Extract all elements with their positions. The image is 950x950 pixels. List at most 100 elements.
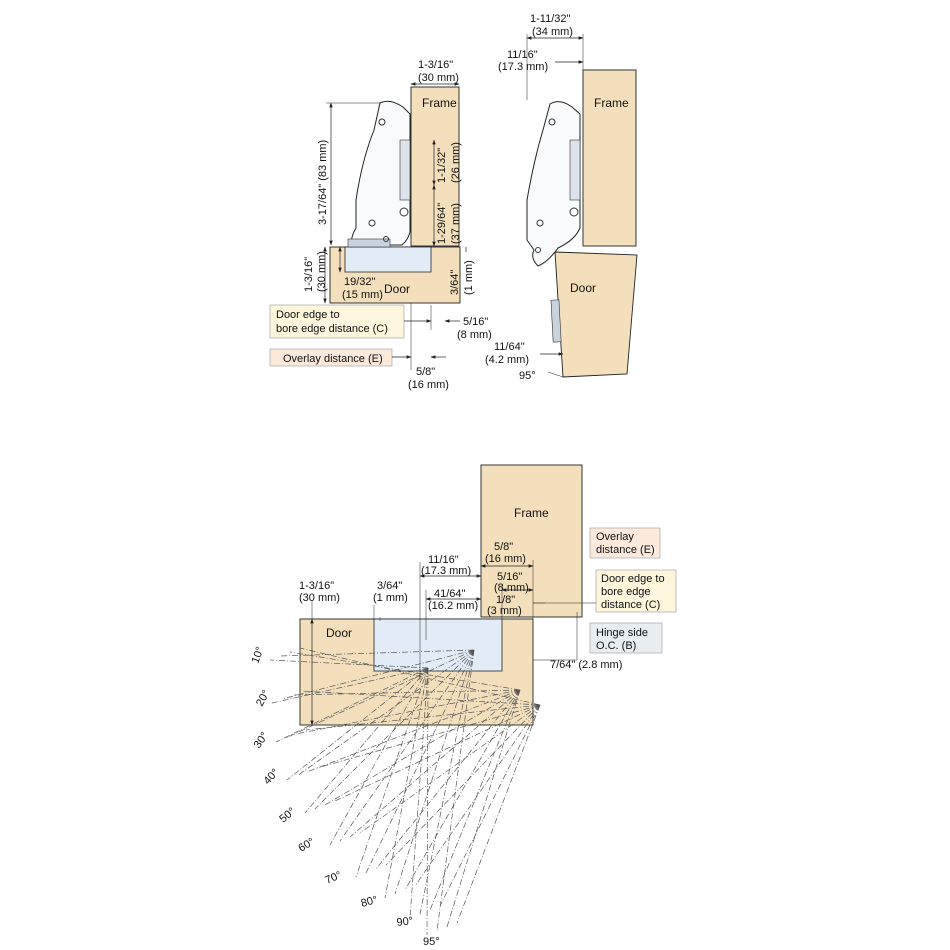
swing-line xyxy=(429,689,521,911)
dim-bore-distance: 5/16" xyxy=(463,316,488,328)
dim-open-angle: 95° xyxy=(519,370,536,382)
dim-frame-thickness: 1-3/16" xyxy=(418,59,453,71)
cup-recess-bottom xyxy=(373,618,503,672)
dim-1-1-32: 1-1/32" xyxy=(436,148,448,183)
swing-line xyxy=(404,689,521,891)
swing-line xyxy=(329,667,429,846)
swing-diagram: Frame Door 10°20°30°40°50°60°70°80°90°95… xyxy=(250,464,677,948)
door-plate-right xyxy=(550,299,562,343)
swing-line xyxy=(281,649,475,700)
screw-icon xyxy=(368,219,376,227)
dim-bore-distance-mm: (8 mm) xyxy=(457,329,492,341)
dim-open-top-mm: (34 mm) xyxy=(532,26,573,38)
swing-line xyxy=(456,704,541,924)
dim-bottom-f-mm: (3 mm) xyxy=(487,605,522,617)
dim-overlay: 5/8" xyxy=(416,366,435,378)
swing-line xyxy=(301,690,541,706)
dim-height-total: 3-17/64" (83 mm) xyxy=(317,140,329,225)
dim-bottom-a-mm: (17.3 mm) xyxy=(421,565,471,577)
dim-bottom-e-mm: (16 mm) xyxy=(485,553,526,565)
angle-labels: 10°20°30°40°50°60°70°80°90°95° xyxy=(250,645,440,948)
frame-label-left: Frame xyxy=(422,96,457,110)
dim-37mm: (37 mm) xyxy=(450,203,462,244)
swing-line xyxy=(269,659,429,669)
angle-label: 60° xyxy=(296,836,316,855)
angle-label: 50° xyxy=(277,806,297,826)
hinge-mount-left xyxy=(399,139,411,201)
dim-bottom-c-mm: (8 mm) xyxy=(494,582,529,594)
dim-bottom-door: 1-3/16" xyxy=(299,580,334,592)
dim-open-top: 1-11/32" xyxy=(530,13,570,25)
dim-bottom-b-mm: (16.2 mm) xyxy=(428,600,478,612)
swing-line xyxy=(409,667,429,919)
swing-line xyxy=(289,651,521,691)
swing-line xyxy=(286,667,429,781)
dim-open-side-mm: (4.2 mm) xyxy=(485,354,529,366)
dim-bottom-gap-mm: (1 mm) xyxy=(373,592,408,604)
screw-icon xyxy=(569,207,579,217)
bore-callout-bottom-line2: bore edge xyxy=(601,586,651,598)
swing-line xyxy=(385,704,541,866)
overlay-callout-text: Overlay distance (E) xyxy=(283,353,383,365)
hinge-mount-right xyxy=(569,139,581,201)
dim-bottom-side: 7/64" (2.8 mm) xyxy=(550,659,622,671)
angle-label: 70° xyxy=(323,869,343,887)
overlay-callout-bottom-line1: Overlay xyxy=(596,531,634,543)
swing-line xyxy=(436,649,475,932)
dim-frame-thickness-mm: (30 mm) xyxy=(418,72,459,84)
swing-line xyxy=(275,667,429,743)
dim-door-thickness: 1-3/16" xyxy=(303,257,315,292)
frame-panel-right xyxy=(582,69,637,247)
swing-line xyxy=(314,649,475,810)
overlay-callout-bottom xyxy=(589,527,661,559)
swing-line xyxy=(271,667,429,704)
dim-bottom-gap: 3/64" xyxy=(377,580,402,592)
swing-line xyxy=(339,649,475,842)
hinge-side-callout-line1: Hinge side xyxy=(596,627,648,639)
dim-open-second: 11/16" xyxy=(507,49,538,61)
dim-gap: 3/64" xyxy=(449,270,461,295)
screw-icon xyxy=(383,236,389,242)
screw-icon xyxy=(378,118,386,126)
angle-label: 80° xyxy=(360,894,379,910)
hinge-side-callout-line2: O.C. (B) xyxy=(596,640,636,652)
hinge-side-callout xyxy=(589,622,663,654)
bore-callout-bottom xyxy=(595,569,677,613)
screw-icon xyxy=(535,247,541,253)
dim-bottom-a: 11/16" xyxy=(428,554,459,566)
dim-gap-mm: (1 mm) xyxy=(463,260,475,295)
cup-recess-left xyxy=(344,246,432,273)
dim-26mm: (26 mm) xyxy=(450,142,462,183)
dim-bottom-door-mm: (30 mm) xyxy=(299,592,340,604)
door-label-right: Door xyxy=(570,281,596,295)
swing-line xyxy=(394,649,475,895)
swing-line xyxy=(316,704,541,769)
angle-label: 20° xyxy=(254,688,272,708)
swing-line xyxy=(365,649,475,874)
bore-callout-bottom-line1: Door edge to xyxy=(601,573,665,585)
dim-1-29-64: 1-29/64" xyxy=(436,203,448,244)
swing-line xyxy=(349,689,521,838)
door-edge-callout-line2: bore edge distance (C) xyxy=(276,323,388,335)
dim-cup-depth: 19/32" xyxy=(344,276,376,288)
screw-icon xyxy=(399,207,409,217)
dim-door-thickness-mm: (30 mm) xyxy=(316,251,328,292)
dim-overlay-mm: (16 mm) xyxy=(408,379,449,391)
dim-bottom-b: 41/64" xyxy=(434,588,466,600)
swing-line xyxy=(304,667,429,814)
swing-line xyxy=(306,689,521,773)
cup-plate-left xyxy=(347,238,391,248)
door-panel-right xyxy=(554,251,638,378)
swing-lines xyxy=(269,647,541,936)
swing-line xyxy=(375,689,521,870)
swing-line xyxy=(334,704,541,802)
swing-line xyxy=(291,689,521,696)
dim-bottom-c: 5/16" xyxy=(497,571,522,583)
swing-line xyxy=(295,689,521,735)
overlay-callout xyxy=(269,348,393,367)
door-label-left: Door xyxy=(384,282,410,296)
angle-label: 40° xyxy=(261,767,281,787)
swing-line xyxy=(355,667,429,878)
screw-icon xyxy=(548,118,556,126)
